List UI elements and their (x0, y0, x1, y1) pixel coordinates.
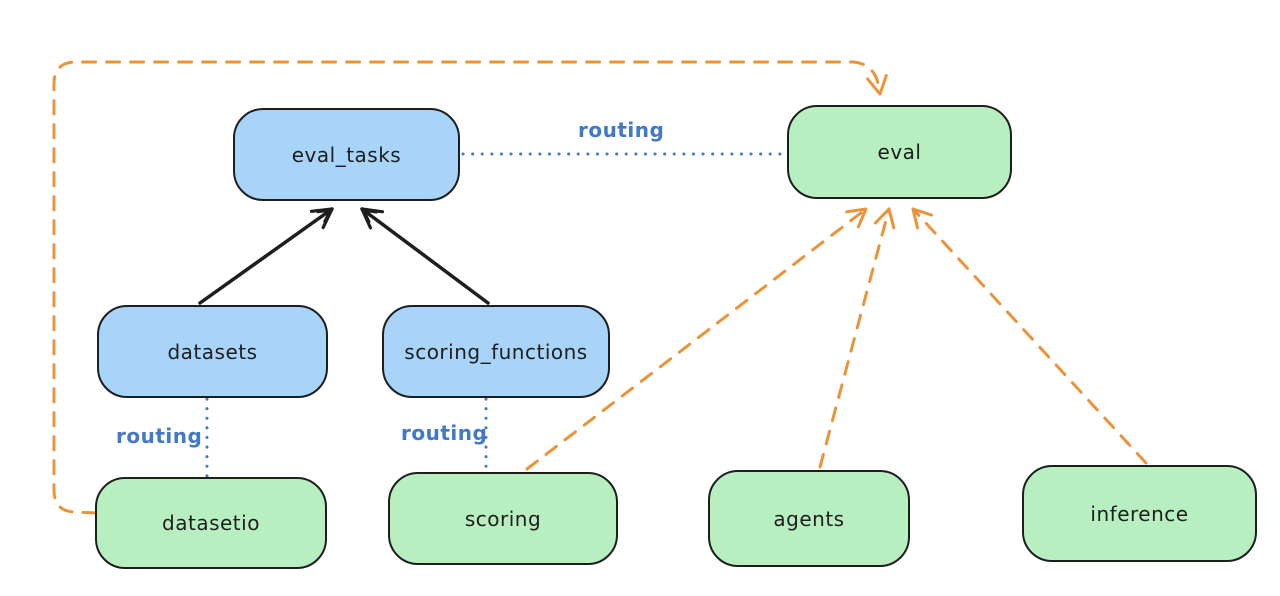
node-agents: agents (708, 470, 910, 567)
node-datasets: datasets (97, 305, 328, 398)
node-eval: eval (787, 105, 1012, 199)
node-inference: inference (1022, 465, 1257, 562)
node-inference-label: inference (1090, 501, 1189, 526)
edge-inference-to-eval (911, 207, 1148, 465)
node-agents-label: agents (773, 506, 845, 531)
node-eval-tasks: eval_tasks (233, 108, 460, 201)
node-eval-label: eval (877, 140, 922, 164)
edge-datasets-to-eval-tasks (198, 207, 334, 305)
node-datasets-label: datasets (167, 339, 258, 364)
routing-label-eval-tasks-eval: routing (578, 118, 665, 142)
edge-agents-to-eval (818, 207, 896, 469)
node-scoring-functions-label: scoring_functions (404, 339, 588, 364)
node-scoring-label: scoring (464, 506, 542, 531)
node-datasetio-label: datasetio (162, 511, 260, 535)
node-datasetio: datasetio (95, 477, 327, 569)
node-scoring: scoring (388, 472, 618, 565)
routing-label-scoring-functions-scoring: routing (401, 421, 488, 445)
node-eval-tasks-label: eval_tasks (291, 142, 402, 167)
node-scoring-functions: scoring_functions (382, 305, 610, 398)
edge-scoring-functions-to-eval-tasks (360, 207, 490, 305)
routing-label-datasets-datasetio: routing (116, 424, 203, 448)
